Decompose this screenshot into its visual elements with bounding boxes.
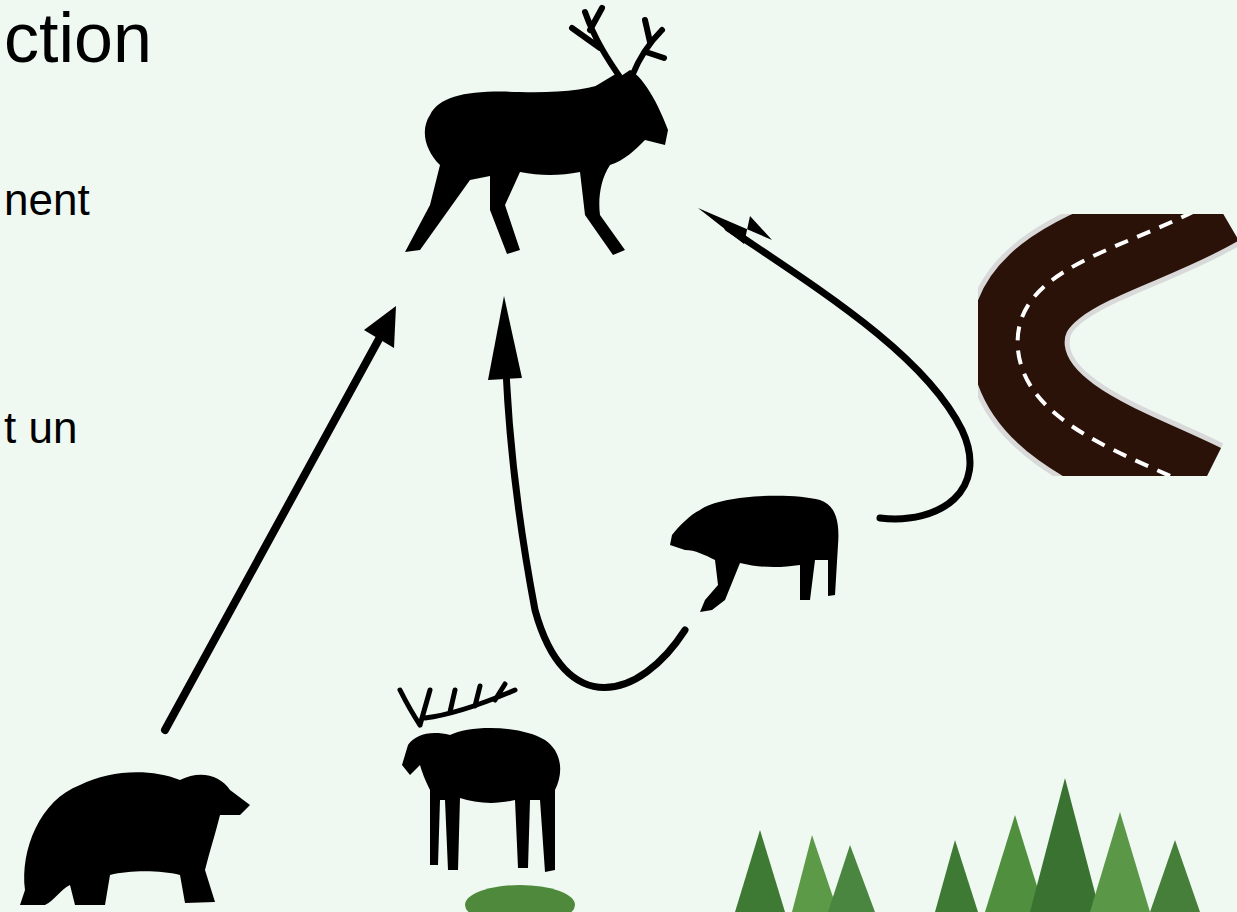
road-edge: [1018, 214, 1215, 476]
arrow-line: [728, 228, 970, 519]
arrowhead: [488, 296, 522, 380]
arrowhead: [698, 208, 772, 244]
arrow-line: [165, 328, 385, 730]
caribou-silhouette: [405, 8, 668, 255]
road-centre-line: [1018, 214, 1215, 476]
road-surface: [1018, 214, 1215, 476]
conifer: [1150, 840, 1200, 912]
conifer: [935, 840, 978, 912]
conifer: [828, 845, 875, 912]
bear-silhouette: [20, 772, 250, 905]
moose-antlers: [400, 684, 515, 725]
road-image: [1018, 214, 1215, 476]
slide-text: nent: [4, 178, 90, 222]
arrow-line: [505, 340, 685, 688]
conifer: [1030, 778, 1100, 912]
caribou-antlers: [572, 8, 664, 88]
slide-title: ction: [4, 3, 152, 73]
conifer: [792, 835, 838, 912]
shrub: [465, 885, 575, 912]
moose-body: [402, 728, 560, 872]
arrowhead: [364, 306, 396, 348]
caribou-body: [405, 70, 668, 255]
trees: [465, 778, 1200, 912]
moose-silhouette: [400, 684, 560, 872]
conifer: [735, 830, 785, 912]
slide-text: t un: [4, 406, 77, 450]
wolf-silhouette: [670, 496, 838, 612]
arrows: [165, 208, 970, 730]
conifer: [1090, 812, 1150, 912]
